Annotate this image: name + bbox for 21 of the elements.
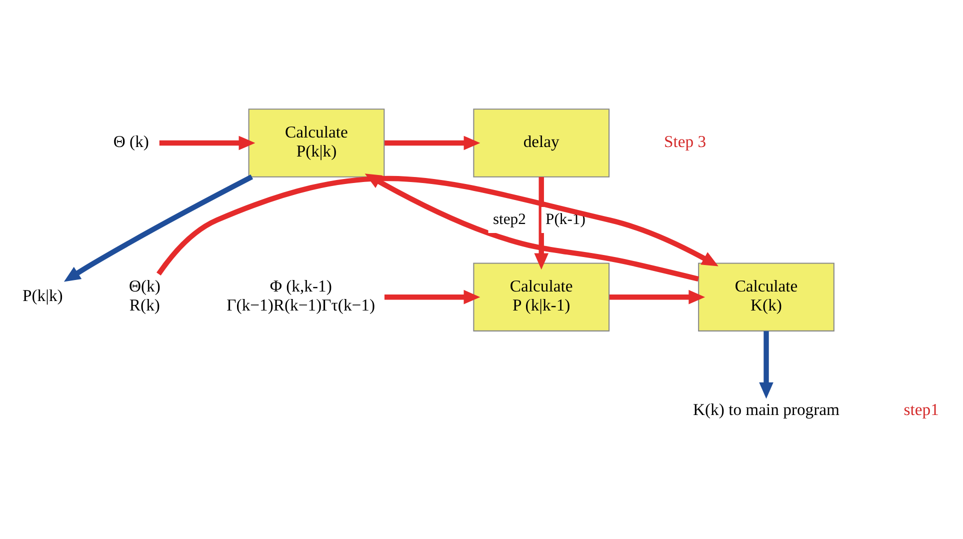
node-text: Φ (k,k-1) Γ(k−1)R(k−1)Γτ(k−1) [226, 276, 376, 314]
node-text: K(k) to main program [693, 400, 840, 420]
arrow [534, 177, 549, 270]
node-box: Calculate P(k|k) [248, 108, 385, 178]
arrow [156, 176, 718, 276]
arrow [609, 290, 706, 304]
node-box: delay [473, 108, 610, 178]
node-box: Calculate P (k|k-1) [473, 262, 610, 332]
arrow [64, 174, 254, 282]
arrow [384, 136, 480, 150]
node-text: Θ(k) R(k) [128, 276, 160, 314]
node-text: P(k|k) [22, 286, 63, 306]
node-box: Calculate K(k) [698, 262, 834, 332]
arrow [159, 136, 256, 150]
edge-label: P(k-1) [546, 211, 586, 228]
arrow [759, 331, 774, 399]
node-text: Θ (k) [113, 132, 149, 151]
edge-label: step2 [492, 211, 526, 228]
arrow [384, 290, 480, 304]
label: Step 3 [664, 132, 706, 151]
label: step1 [904, 400, 939, 420]
